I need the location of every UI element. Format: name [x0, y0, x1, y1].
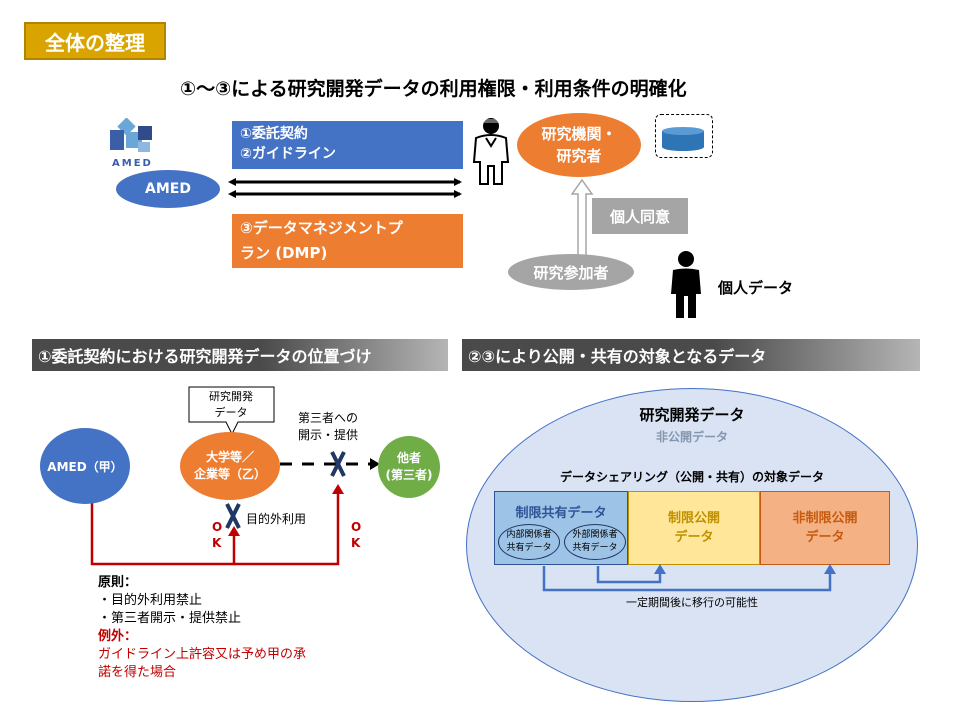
institution-label-line2: 研究者: [556, 147, 602, 165]
internal-share-oval: 内部関係者 共有データ: [498, 524, 560, 560]
guideline-label: ②ガイドライン: [240, 146, 336, 162]
ok-label-left: O K: [212, 520, 223, 550]
ok-label-right: O K: [351, 520, 362, 550]
principle-item: ・第三者開示・提供禁止: [98, 611, 242, 626]
transition-arrows: [542, 564, 836, 592]
research-institution-oval: 研究機関・ 研究者: [517, 113, 641, 177]
contract-guideline-box: ①委託契約 ②ガイドライン: [232, 121, 463, 169]
non-public-label: 非公開データ: [655, 430, 728, 444]
doctor-icon: [472, 118, 510, 185]
unrestricted-public-box: 非制限公開 データ: [760, 491, 890, 565]
institution-label-line1: 研究機関・: [541, 125, 617, 143]
university-oval: 大学等／ 企業等（乙）: [180, 432, 280, 500]
disclosure-label: 第三者への 開示・提供: [298, 411, 359, 442]
red-flow-lines: [90, 484, 344, 566]
database-icon: [662, 127, 704, 151]
restricted-share-label: 制限共有データ: [515, 506, 607, 521]
restricted-public-box: 制限公開 データ: [628, 491, 760, 565]
personal-data-label: 個人データ: [718, 279, 794, 297]
callout-shape: [188, 386, 275, 436]
right-section-header: ②③により公開・共有の対象となるデータ: [462, 339, 920, 371]
left-section-header: ①委託契約における研究開発データの位置づけ: [32, 339, 448, 371]
amed-logo: [108, 117, 160, 170]
page-title: ①～③による研究開発データの利用権限・利用条件の明確化: [180, 78, 687, 100]
database-frame: [655, 114, 713, 158]
external-share-oval: 外部関係者 共有データ: [564, 524, 626, 560]
cross-mark-purpose: [225, 503, 241, 529]
dashed-disclosure-arrow: [280, 458, 380, 470]
exception-text: ガイドライン上許容又は予め甲の承: [98, 647, 307, 662]
consent-up-arrow: [570, 178, 594, 257]
transition-label: 一定期間後に移行の可能性: [626, 596, 758, 609]
purpose-use-label: 目的外利用: [246, 512, 307, 526]
third-party-oval: 他者 (第三者): [378, 436, 440, 498]
sharing-title: データシェアリング（公開・共有）の対象データ: [559, 470, 824, 484]
callout-text: 研究開発 データ: [209, 390, 253, 419]
dmp-label-line1: ③データマネジメントプ: [240, 219, 403, 237]
rd-data-title: 研究開発データ: [639, 406, 745, 424]
principle-item: ・目的外利用禁止: [98, 593, 203, 608]
person-icon: [671, 251, 701, 318]
research-participant-oval: 研究参加者: [508, 254, 634, 290]
personal-consent-box: 個人同意: [592, 198, 688, 234]
exception-text: 諾を得た場合: [98, 665, 177, 680]
amed-oval: AMED: [116, 170, 220, 208]
principle-block: 原則： ・目的外利用禁止 ・第三者開示・提供禁止 例外： ガイドライン上許容又は…: [98, 574, 306, 682]
dmp-label-line2: ラン (DMP): [240, 244, 328, 262]
section-badge: 全体の整理: [24, 22, 166, 60]
amed-logo-text: AMED: [112, 158, 153, 169]
cross-mark-disclosure: [330, 451, 346, 477]
principle-title: 原則：: [98, 575, 138, 590]
amed-party-oval: AMED（甲）: [40, 428, 130, 504]
contract-label: ①委託契約: [240, 126, 308, 142]
double-arrow: [228, 178, 462, 198]
dmp-box: ③データマネジメントプ ラン (DMP): [232, 214, 463, 268]
exception-title: 例外：: [98, 629, 138, 644]
